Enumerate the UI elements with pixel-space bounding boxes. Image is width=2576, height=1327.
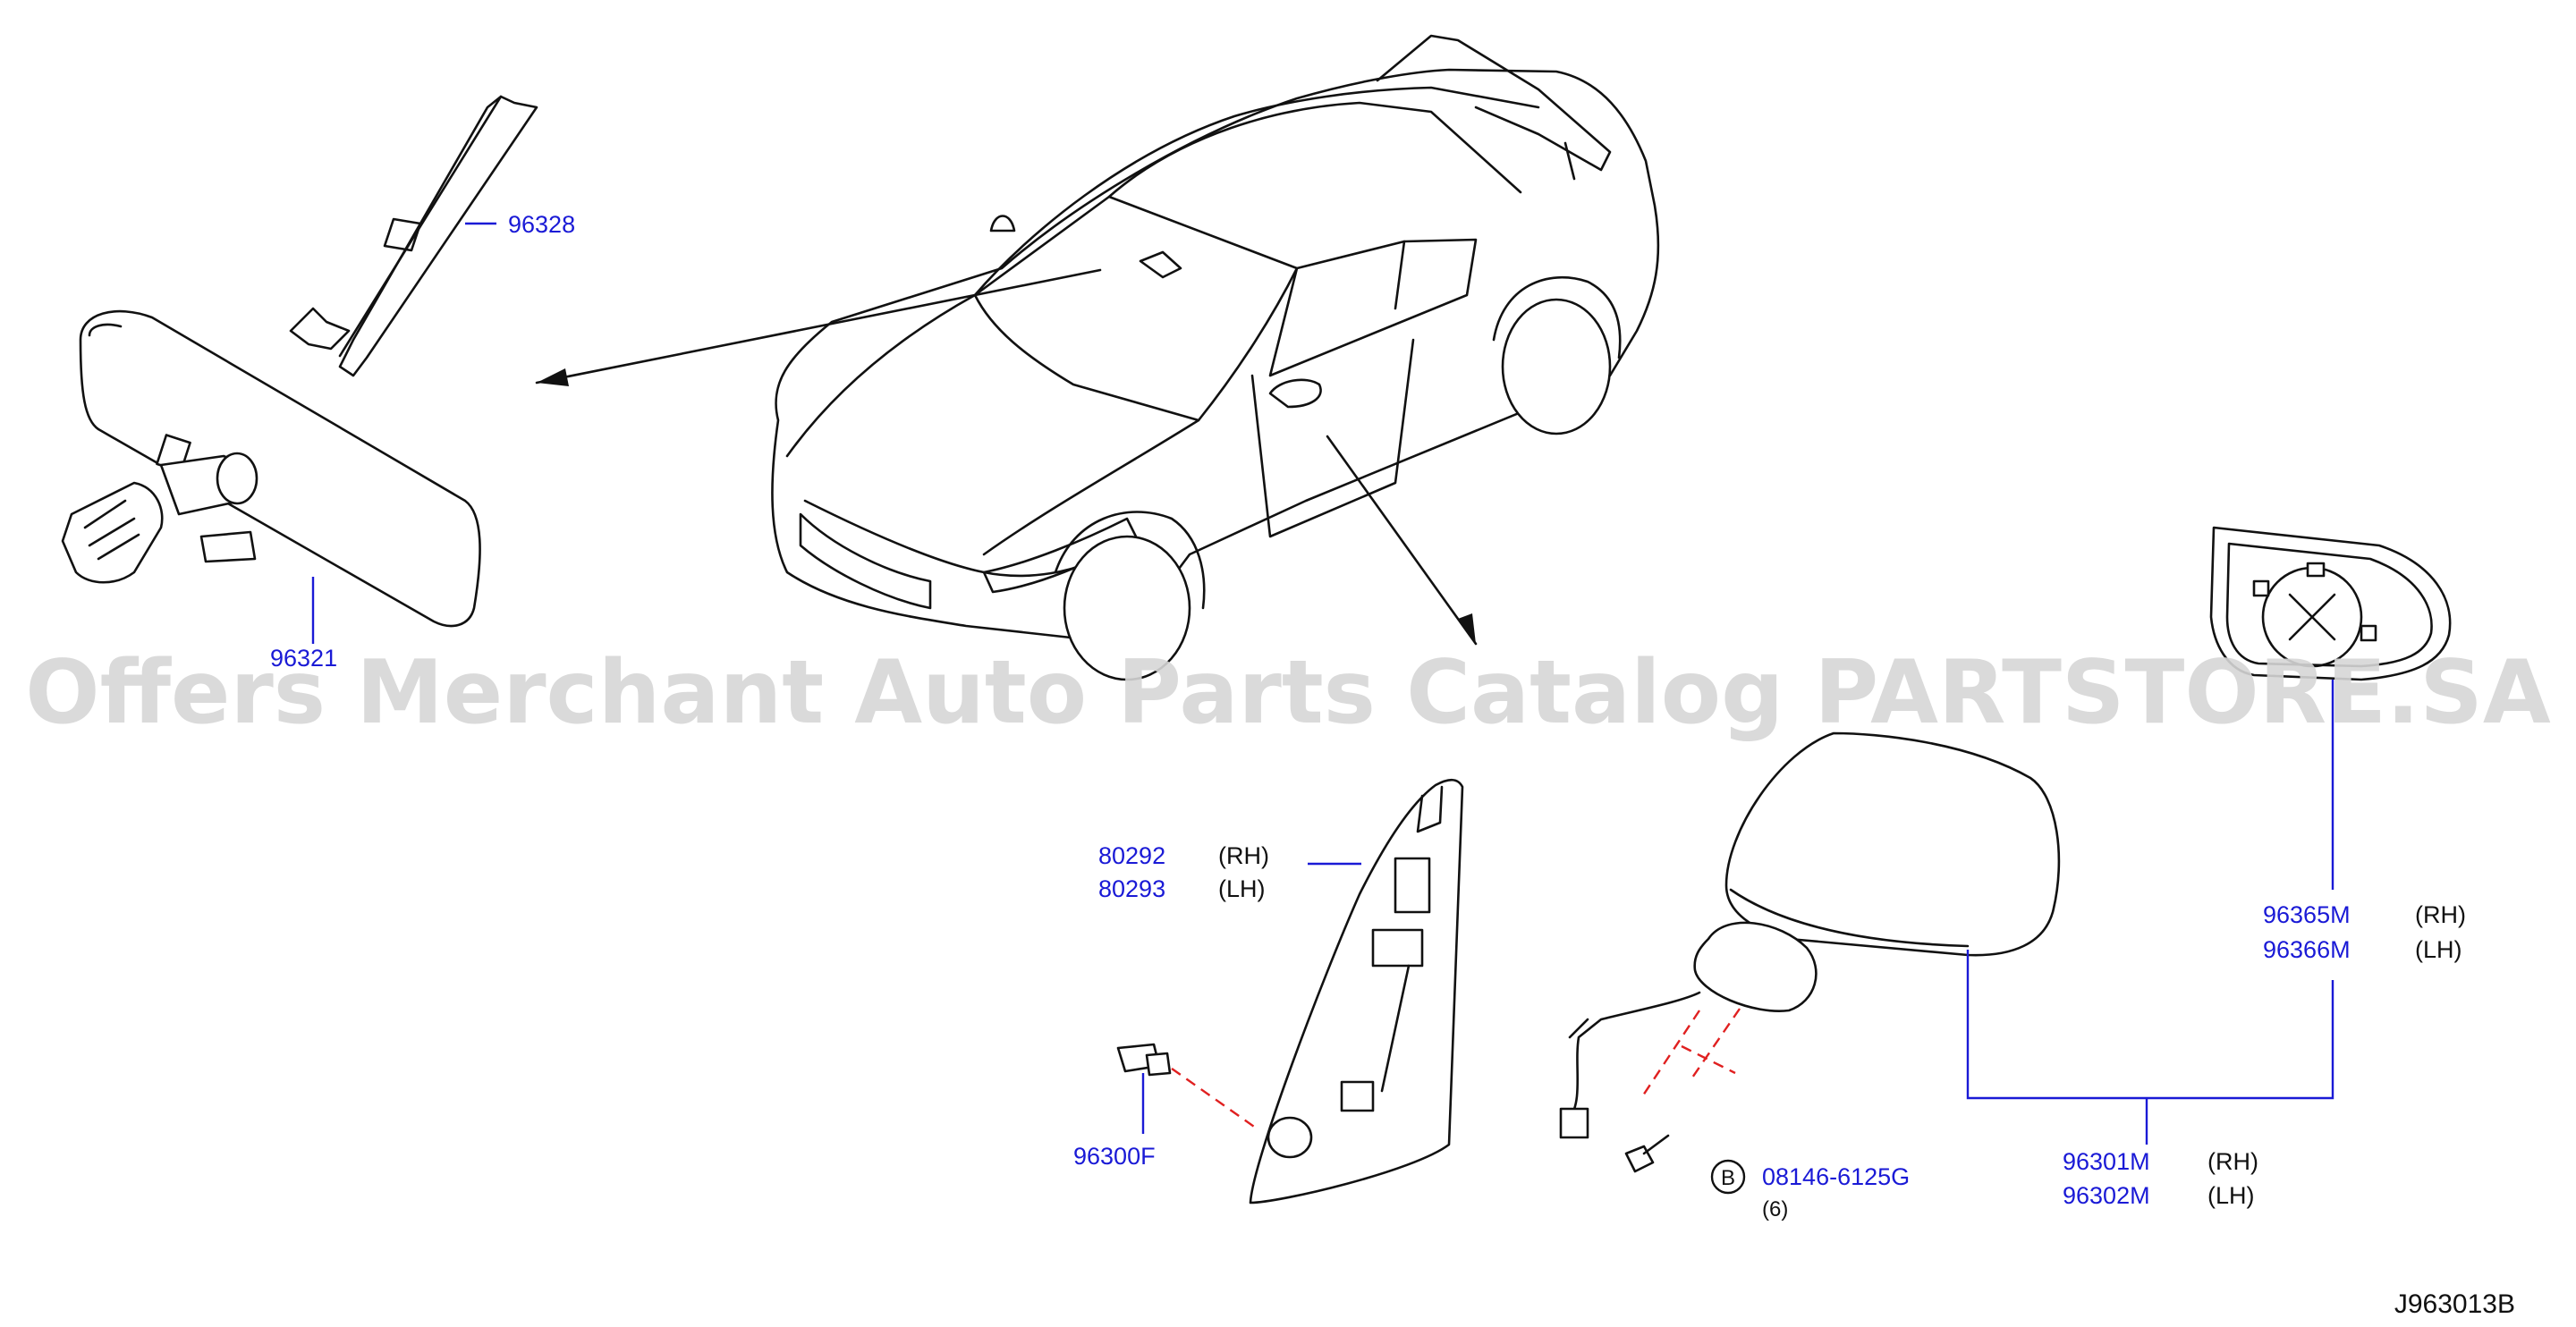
mirror-finisher-80292 [1249, 778, 1464, 1204]
watermark: Offers Merchant Auto Parts Catalog PARTS… [25, 642, 2551, 744]
mirror-bracket-96328 [289, 95, 538, 377]
label-80293-side: (LH) [1218, 875, 1266, 902]
mirror-glass-96365M [2209, 526, 2452, 681]
label-bolt-qty: (6) [1762, 1197, 1788, 1221]
car-illustration [771, 34, 1660, 681]
bolt-ref-circle [1710, 1159, 1746, 1195]
label-96366M[interactable]: 96366M [2263, 936, 2351, 963]
label-96365M[interactable]: 96365M [2263, 901, 2351, 928]
label-08146-6125G[interactable]: 08146-6125G [1762, 1163, 1910, 1190]
label-96328[interactable]: 96328 [508, 211, 575, 238]
callout-arrows [535, 268, 1478, 646]
label-96366M-side: (LH) [2415, 936, 2462, 963]
label-96301M-side: (RH) [2207, 1148, 2258, 1175]
label-80292[interactable]: 80292 [1098, 842, 1165, 869]
inside-mirror-96321 [61, 309, 481, 628]
diagram-code: J963013B [2394, 1289, 2515, 1319]
label-96301M[interactable]: 96301M [2063, 1148, 2150, 1175]
bolt-ref-letter: B [1721, 1166, 1735, 1190]
bolt-08146-6125G [1624, 1134, 1670, 1173]
part-labels: 96328 96321 80292 (RH) 80293 (LH) 96300F… [270, 211, 2515, 1319]
clip-96300F [1116, 1043, 1172, 1077]
label-80293[interactable]: 80293 [1098, 875, 1165, 902]
label-96302M-side: (LH) [2207, 1182, 2255, 1209]
label-96365M-side: (RH) [2415, 901, 2466, 928]
label-96300F[interactable]: 96300F [1073, 1143, 1156, 1170]
label-80292-side: (RH) [1218, 842, 1269, 869]
door-mirror-96301M [1559, 731, 2061, 1139]
label-96321[interactable]: 96321 [270, 645, 337, 672]
label-96302M[interactable]: 96302M [2063, 1182, 2150, 1209]
